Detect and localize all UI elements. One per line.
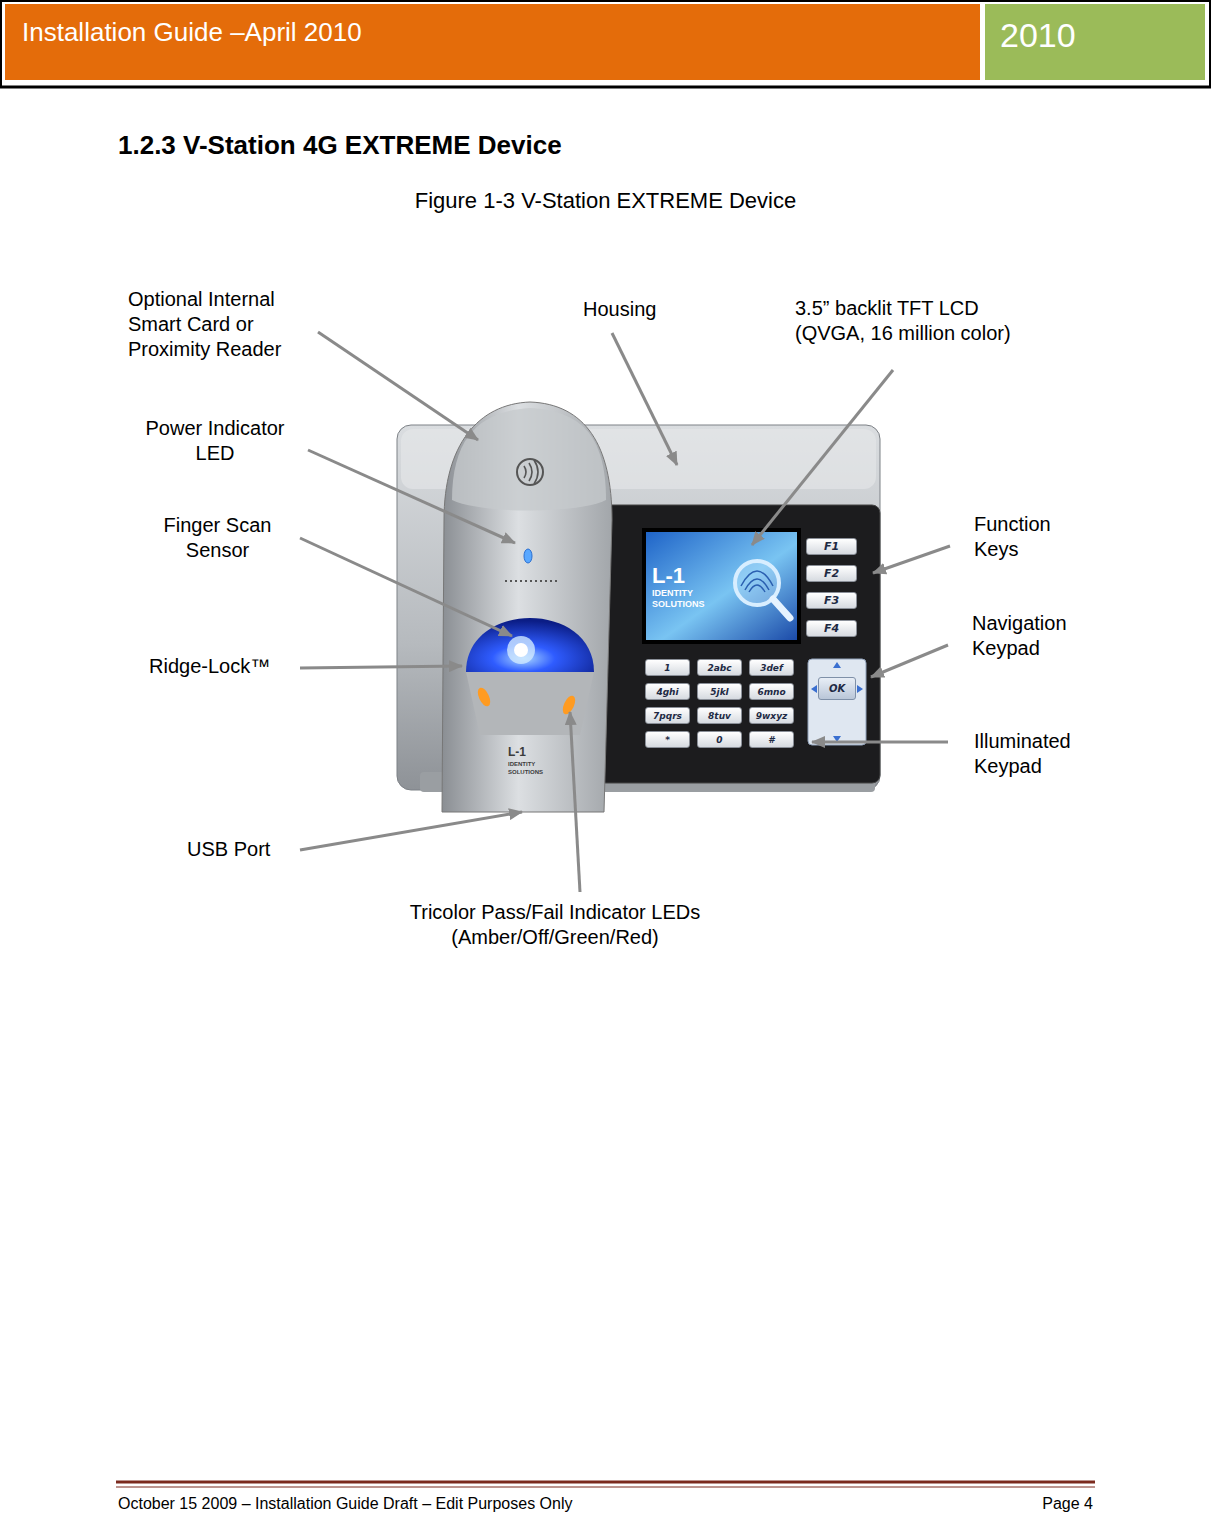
- callout-label: Ridge-Lock™: [149, 654, 270, 679]
- header-rule: [0, 86, 1211, 89]
- leader-line: [871, 645, 948, 677]
- screen-logo: L-1IDENTITY SOLUTIONS: [646, 532, 726, 640]
- node-text: 0: [716, 735, 722, 745]
- function-key: F2: [806, 565, 857, 582]
- node-text: 8tuv: [708, 711, 731, 721]
- reader-tower: [442, 402, 612, 812]
- screen-bezel: [642, 528, 801, 644]
- callout-label: Navigation Keypad: [972, 611, 1092, 661]
- ridge-lock: [514, 643, 528, 657]
- section-title: 1.2.3 V-Station 4G EXTREME Device: [118, 129, 562, 161]
- header-frame: [1, 1, 1210, 87]
- node-text: F4: [824, 622, 839, 635]
- navigation-arrows: [811, 662, 863, 742]
- node-text: #: [768, 735, 774, 745]
- magnifier-handle: [773, 599, 790, 618]
- keypad-key: 4ghi: [645, 683, 690, 700]
- node-text: *: [665, 735, 670, 745]
- leader-line: [873, 546, 950, 573]
- callout-label: Function Keys: [974, 512, 1074, 562]
- keypad-key: 7pqrs: [645, 707, 690, 724]
- keypad-key: 8tuv: [697, 707, 742, 724]
- keypad-key: #: [749, 731, 794, 748]
- node-text: 7pqrs: [653, 711, 682, 721]
- node-text: Installation Guide –April 2010: [22, 17, 362, 47]
- node-text: 3def: [760, 663, 783, 673]
- callout-label: Optional Internal Smart Card or Proximit…: [128, 287, 308, 362]
- leader-line: [300, 666, 462, 668]
- node-text: 6mno: [757, 687, 785, 697]
- keypad-key: 9wxyz: [749, 707, 794, 724]
- callout-label: 3.5” backlit TFT LCD (QVGA, 16 million c…: [795, 296, 1050, 346]
- footer-rule: [116, 1481, 1095, 1484]
- keypad-key: 1: [645, 659, 690, 676]
- keypad-key: 3def: [749, 659, 794, 676]
- footer-text: October 15 2009 – Installation Guide Dra…: [118, 1494, 572, 1514]
- leader-line: [570, 712, 580, 892]
- power-led: [524, 549, 532, 563]
- year-box: 2010: [985, 4, 1205, 80]
- node-text: 5jkl: [710, 687, 728, 697]
- callout-label: Illuminated Keypad: [974, 729, 1094, 779]
- device-logo-text: IDENTITY SOLUTIONS: [508, 760, 552, 776]
- leader-lines: [300, 332, 950, 892]
- leader-line: [300, 538, 512, 636]
- keypad-key: 6mno: [749, 683, 794, 700]
- leader-line: [300, 812, 522, 850]
- ok-button: OK: [818, 677, 856, 700]
- node-text: F1: [824, 540, 839, 553]
- keypad-key: *: [645, 731, 690, 748]
- node-text: OK: [829, 683, 845, 694]
- footer-rule: [116, 1487, 1095, 1488]
- contactless-waves: [524, 460, 538, 484]
- node-text: F3: [824, 594, 839, 607]
- node-text: 4ghi: [656, 687, 678, 697]
- keypad-key: 2abc: [697, 659, 742, 676]
- function-key: F4: [806, 620, 857, 637]
- node-text: 2010: [1000, 16, 1076, 54]
- lcd-screen: [646, 532, 797, 640]
- keypad-key: 5jkl: [697, 683, 742, 700]
- sensor-recess: [466, 672, 594, 735]
- figure-caption: Figure 1-3 V-Station EXTREME Device: [0, 187, 1211, 215]
- fingerprint-icon: [741, 571, 773, 592]
- amber-led: [475, 686, 493, 708]
- header-bar: Installation Guide –April 2010: [5, 4, 980, 80]
- node-text: 1: [664, 663, 670, 673]
- page-number: Page 4: [993, 1494, 1093, 1514]
- finger-scan-sensor: [466, 618, 594, 672]
- callout-label: Finger Scan Sensor: [150, 513, 285, 563]
- keypad-key: 0: [697, 731, 742, 748]
- callout-label: Power Indicator LED: [130, 416, 300, 466]
- callout-label: Tricolor Pass/Fail Indicator LEDs (Amber…: [380, 900, 730, 950]
- device-logo: L-1: [508, 746, 526, 759]
- callout-label: Housing: [583, 297, 656, 322]
- leader-line: [308, 450, 515, 543]
- logo-text: IDENTITY SOLUTIONS: [652, 588, 710, 610]
- logo-mark: L-1: [652, 564, 726, 588]
- function-key: F3: [806, 592, 857, 609]
- callout-label: USB Port: [187, 837, 270, 862]
- card-reader-hood: [452, 408, 606, 511]
- node-text: 2abc: [707, 663, 731, 673]
- leader-line: [812, 741, 948, 744]
- leader-line: [752, 370, 893, 545]
- node-text: F2: [824, 567, 839, 580]
- leader-line: [612, 333, 677, 465]
- ridge-lock-glow: [507, 636, 535, 664]
- speaker-grill: [505, 580, 557, 582]
- leader-line: [318, 332, 478, 440]
- contactless-symbol: [517, 459, 543, 485]
- navigation-keypad: [808, 659, 866, 745]
- function-key: F1: [806, 538, 857, 555]
- node-text: 9wxyz: [756, 711, 788, 721]
